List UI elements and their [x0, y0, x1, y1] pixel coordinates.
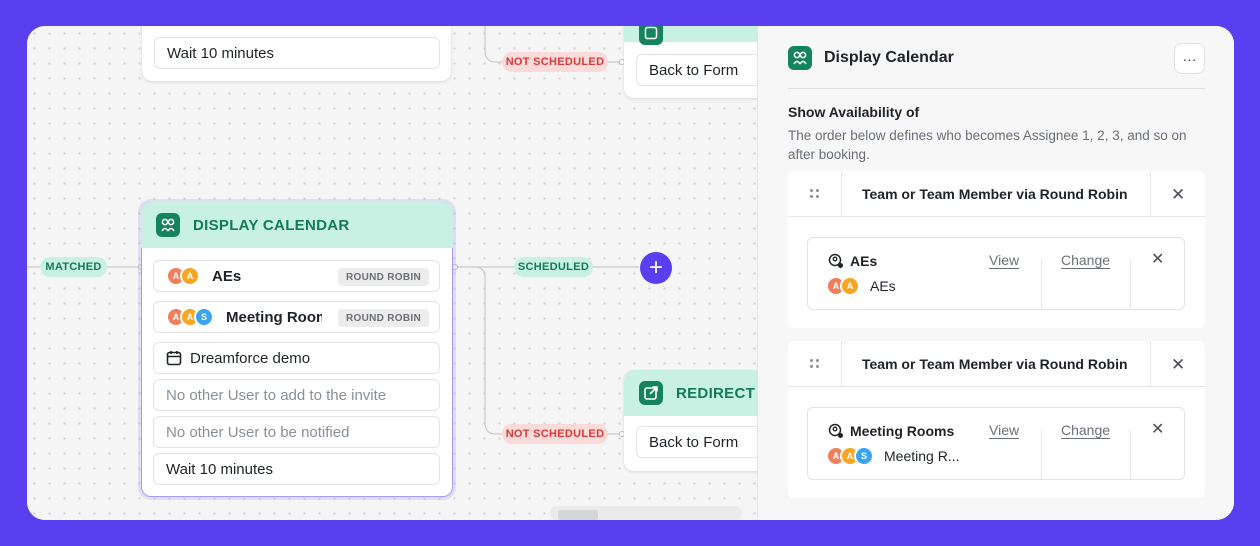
notify-label: No other User to be notified — [166, 423, 350, 441]
back-to-form-label: Back to Form — [649, 433, 739, 451]
top-right-flow-node[interactable]: Back to Form — [624, 26, 757, 98]
horizontal-scrollbar[interactable] — [550, 506, 742, 520]
view-link[interactable]: View — [989, 422, 1020, 438]
redirect-title: REDIRECT TO — [676, 384, 757, 402]
team-icon — [828, 253, 843, 268]
remove-block-button[interactable]: ✕ — [1171, 355, 1186, 374]
team-name: Meeting Rooms — [828, 423, 954, 439]
panel-header: Display Calendar — [788, 46, 954, 70]
change-link[interactable]: Change — [1061, 252, 1111, 268]
avatar: A — [180, 266, 200, 286]
top-flow-node[interactable]: Wait 10 minutes — [142, 26, 451, 81]
meeting-rooms-row[interactable]: A A S Meeting Rooms ROUND ROBIN — [153, 301, 440, 333]
members-label: AEs — [870, 278, 896, 294]
aes-avatars: A A — [166, 266, 200, 286]
calendar-icon — [166, 350, 182, 366]
block-header: Team or Team Member via Round Robin ✕ — [788, 341, 1205, 387]
display-calendar-header: DISPLAY CALENDAR — [141, 202, 453, 248]
top-wait-row[interactable]: Wait 10 minutes — [154, 37, 440, 69]
drag-handle-icon[interactable] — [810, 359, 820, 369]
aes-label: AEs — [212, 267, 242, 285]
team-members: A A AEs — [826, 276, 896, 296]
remove-team-button[interactable]: ✕ — [1151, 251, 1165, 268]
wait-row[interactable]: Wait 10 minutes — [153, 453, 440, 485]
invite-label: No other User to add to the invite — [166, 386, 387, 404]
aes-row[interactable]: A A AEs ROUND ROBIN — [153, 260, 440, 292]
scheduled-pill: SCHEDULED — [514, 257, 593, 277]
top-right-node-header — [624, 26, 757, 45]
display-calendar-title: DISPLAY CALENDAR — [193, 216, 350, 234]
notify-row[interactable]: No other User to be notified — [153, 416, 440, 448]
panel-title: Display Calendar — [824, 49, 954, 66]
block-header: Team or Team Member via Round Robin ✕ — [788, 171, 1205, 217]
invite-row[interactable]: No other User to add to the invite — [153, 379, 440, 411]
top-back-to-form-label: Back to Form — [649, 61, 739, 79]
redirect-icon — [639, 381, 663, 405]
avatar: A — [840, 276, 860, 296]
calendar-team-icon — [156, 213, 180, 237]
section-label: Show Availability of — [788, 104, 920, 120]
back-to-form-row[interactable]: Back to Form — [636, 426, 757, 458]
round-robin-tag: ROUND ROBIN — [338, 268, 429, 286]
block-title: Team or Team Member via Round Robin — [862, 186, 1128, 202]
meeting-rooms-label: Meeting Rooms — [226, 308, 322, 326]
change-link[interactable]: Change — [1061, 422, 1111, 438]
redirect-node[interactable]: REDIRECT TO Back to Form — [624, 370, 757, 471]
remove-block-button[interactable]: ✕ — [1171, 185, 1186, 204]
top-wait-label: Wait 10 minutes — [167, 44, 274, 62]
add-step-button[interactable]: + — [640, 252, 672, 284]
team-selection-card: Meeting Rooms A A S Meeting R... View Ch… — [807, 407, 1185, 480]
members-label: Meeting R... — [884, 448, 960, 464]
avatar: S — [854, 446, 874, 466]
more-options-button[interactable]: ··· — [1174, 43, 1205, 74]
remove-team-button[interactable]: ✕ — [1151, 421, 1165, 438]
scrollbar-thumb[interactable] — [558, 510, 598, 520]
divider — [788, 88, 1205, 89]
event-row[interactable]: Dreamforce demo — [153, 342, 440, 374]
not-scheduled-pill-top: NOT SCHEDULED — [502, 52, 608, 72]
availability-block: Team or Team Member via Round Robin ✕ AE… — [788, 171, 1205, 328]
block-title: Team or Team Member via Round Robin — [862, 356, 1128, 372]
team-name-label: Meeting Rooms — [850, 423, 955, 439]
event-label: Dreamforce demo — [190, 349, 311, 367]
team-selection-card: AEs A A AEs View Change ✕ — [807, 237, 1185, 310]
availability-block: Team or Team Member via Round Robin ✕ Me… — [788, 341, 1205, 498]
avatar: S — [194, 307, 214, 327]
view-link[interactable]: View — [989, 252, 1020, 268]
section-description: The order below defines who becomes Assi… — [788, 128, 1187, 162]
team-name: AEs — [828, 253, 877, 269]
drag-handle-icon[interactable] — [810, 189, 820, 199]
redirect-icon — [639, 26, 663, 45]
redirect-node-header: REDIRECT TO — [624, 370, 757, 416]
team-name-label: AEs — [850, 253, 878, 269]
app-window: Wait 10 minutes Back to Form NOT SCHEDUL… — [27, 26, 1234, 520]
team-icon — [828, 423, 843, 438]
round-robin-tag: ROUND ROBIN — [338, 309, 429, 327]
flow-canvas[interactable]: Wait 10 minutes Back to Form NOT SCHEDUL… — [27, 26, 757, 520]
top-back-to-form-row[interactable]: Back to Form — [636, 54, 757, 86]
display-calendar-node[interactable]: DISPLAY CALENDAR A A AEs ROUND ROBIN A A… — [141, 202, 453, 497]
wait-label: Wait 10 minutes — [166, 460, 273, 478]
meeting-rooms-avatars: A A S — [166, 307, 214, 327]
calendar-team-icon — [788, 46, 812, 70]
settings-panel: Display Calendar ··· Show Availability o… — [757, 26, 1234, 520]
not-scheduled-pill-bottom: NOT SCHEDULED — [502, 424, 608, 444]
matched-pill: MATCHED — [40, 257, 107, 277]
team-members: A A S Meeting R... — [826, 446, 959, 466]
